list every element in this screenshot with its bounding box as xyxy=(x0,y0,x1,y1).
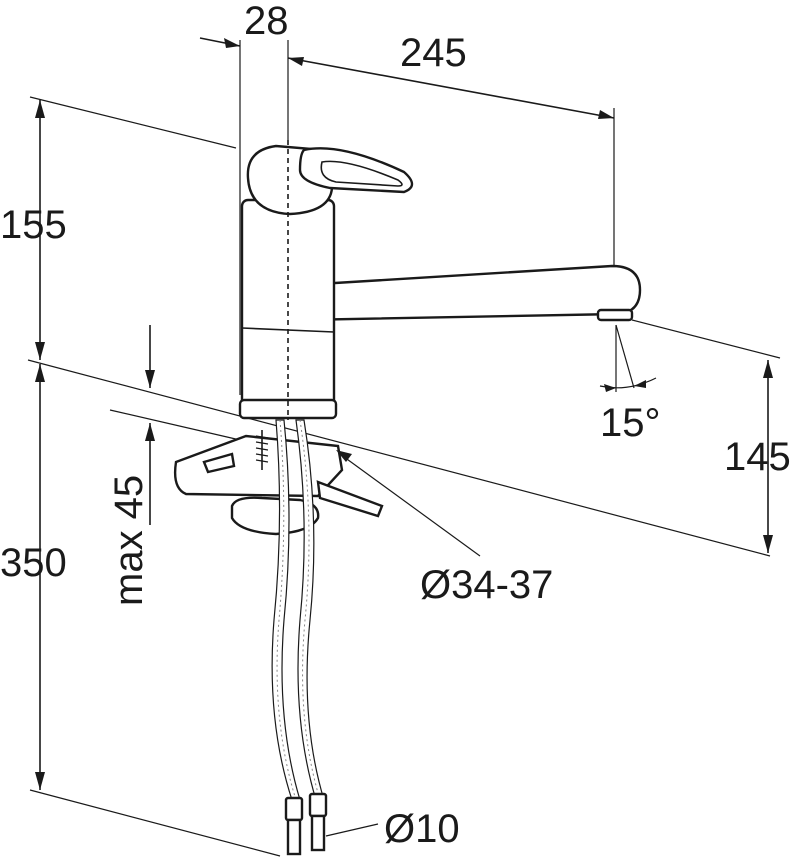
leader-hose-diameter xyxy=(325,823,379,837)
hose-tube-right xyxy=(310,814,326,852)
hose-left-braid xyxy=(276,419,297,801)
arrow-350-top xyxy=(35,364,45,382)
label-hose-diameter: Ø10 xyxy=(384,807,460,851)
deck-bottom-line xyxy=(109,409,241,441)
arrow-350-bottom xyxy=(35,772,45,790)
arrow-155-bottom xyxy=(35,342,45,360)
hose-tube-left xyxy=(286,818,302,856)
dim-245-group: 245 xyxy=(287,31,615,270)
spout-aerator xyxy=(596,308,634,322)
angle-arrow-left xyxy=(604,384,616,392)
supply-hoses xyxy=(271,419,328,856)
arrow-145-bottom xyxy=(763,535,773,553)
hose-right-braid xyxy=(299,419,321,801)
label-245: 245 xyxy=(400,31,467,75)
label-145: 145 xyxy=(724,435,791,479)
arrow-245-left xyxy=(288,57,304,66)
dim-angle-group: 15° xyxy=(599,324,661,445)
lever-handle-opening xyxy=(320,160,403,187)
leader-hole-diameter xyxy=(339,453,481,557)
angle-arc xyxy=(599,377,657,389)
lock-washer xyxy=(230,496,320,536)
spout xyxy=(284,264,642,322)
bracket-plate xyxy=(173,434,344,498)
hose-fitting-left xyxy=(284,796,304,822)
arrow-max45-bottom xyxy=(145,423,155,441)
label-15deg: 15° xyxy=(600,401,661,445)
extension-line-bottom xyxy=(29,789,281,857)
rod-thread xyxy=(255,435,269,463)
base-ring xyxy=(238,398,338,420)
dim-28-group: 28 xyxy=(199,0,289,395)
extension-line-spout-outlet xyxy=(631,319,781,359)
label-155: 155 xyxy=(0,203,67,247)
bracket-slot xyxy=(202,452,236,474)
dim-350-group: 350 xyxy=(0,364,281,857)
lever-handle xyxy=(298,147,414,194)
deck-top-line xyxy=(27,359,771,557)
arrow-28 xyxy=(224,38,240,48)
label-hole-diameter: Ø34-37 xyxy=(420,563,553,607)
dim-155-group: 155 xyxy=(0,96,237,360)
angle-line-slant xyxy=(615,324,635,389)
arrow-hole-diameter xyxy=(336,450,352,462)
arrow-145-top xyxy=(763,360,773,378)
bracket-arm xyxy=(316,480,384,518)
label-max45: max 45 xyxy=(107,475,151,606)
callout-hole-diameter: Ø34-37 xyxy=(336,450,553,607)
arrow-245-right xyxy=(598,110,614,119)
arrow-155-top xyxy=(35,100,45,118)
hose-fitting-right xyxy=(308,792,328,818)
extension-line-top xyxy=(29,96,237,149)
label-28: 28 xyxy=(244,0,289,43)
faucet xyxy=(238,140,642,420)
callout-hose-diameter: Ø10 xyxy=(325,807,460,851)
arrow-max45-top xyxy=(145,370,155,388)
deck-lines xyxy=(27,359,771,557)
dim-max45-group: max 45 xyxy=(107,325,155,606)
dim-line-245 xyxy=(287,57,615,119)
dim-145-group: 145 xyxy=(631,319,791,553)
angle-arrow-right xyxy=(634,380,646,388)
label-350: 350 xyxy=(0,541,67,585)
